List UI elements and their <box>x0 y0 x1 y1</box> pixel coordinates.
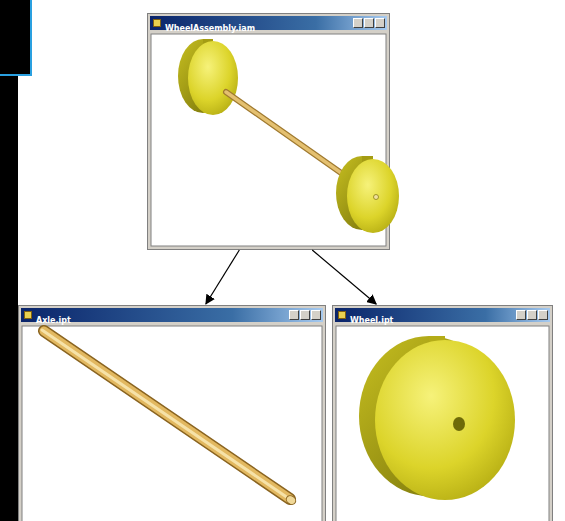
window-frames <box>19 14 553 521</box>
arrow <box>312 250 376 304</box>
window-button <box>289 310 299 320</box>
window-button <box>300 310 310 320</box>
window-icon <box>153 19 161 27</box>
window: Axle.ipt <box>18 305 326 521</box>
window: Wheel.ipt <box>332 305 553 521</box>
window-title: Axle.ipt <box>36 314 71 328</box>
dark-band <box>0 0 30 75</box>
arrow <box>206 250 239 304</box>
window-button <box>353 18 363 28</box>
window-title: Wheel.ipt <box>350 314 393 328</box>
window-button <box>311 310 321 320</box>
wheel-drawing <box>359 336 515 500</box>
window-title: WheelAssembly.iam <box>165 22 255 36</box>
window-button <box>538 310 548 320</box>
dark-band <box>0 0 18 521</box>
window-icon <box>24 311 32 319</box>
window: WheelAssembly.iam <box>147 13 390 250</box>
title-bar: WheelAssembly.iam <box>150 16 387 30</box>
window-button <box>516 310 526 320</box>
window-icon <box>338 311 346 319</box>
title-bar: Wheel.ipt <box>335 308 550 322</box>
window-button <box>364 18 374 28</box>
wheel-assembly-drawing <box>178 39 399 233</box>
bracket-line <box>0 0 31 75</box>
axle-drawing <box>42 330 297 506</box>
window-button <box>375 18 385 28</box>
title-bar: Axle.ipt <box>21 308 323 322</box>
window-button <box>527 310 537 320</box>
